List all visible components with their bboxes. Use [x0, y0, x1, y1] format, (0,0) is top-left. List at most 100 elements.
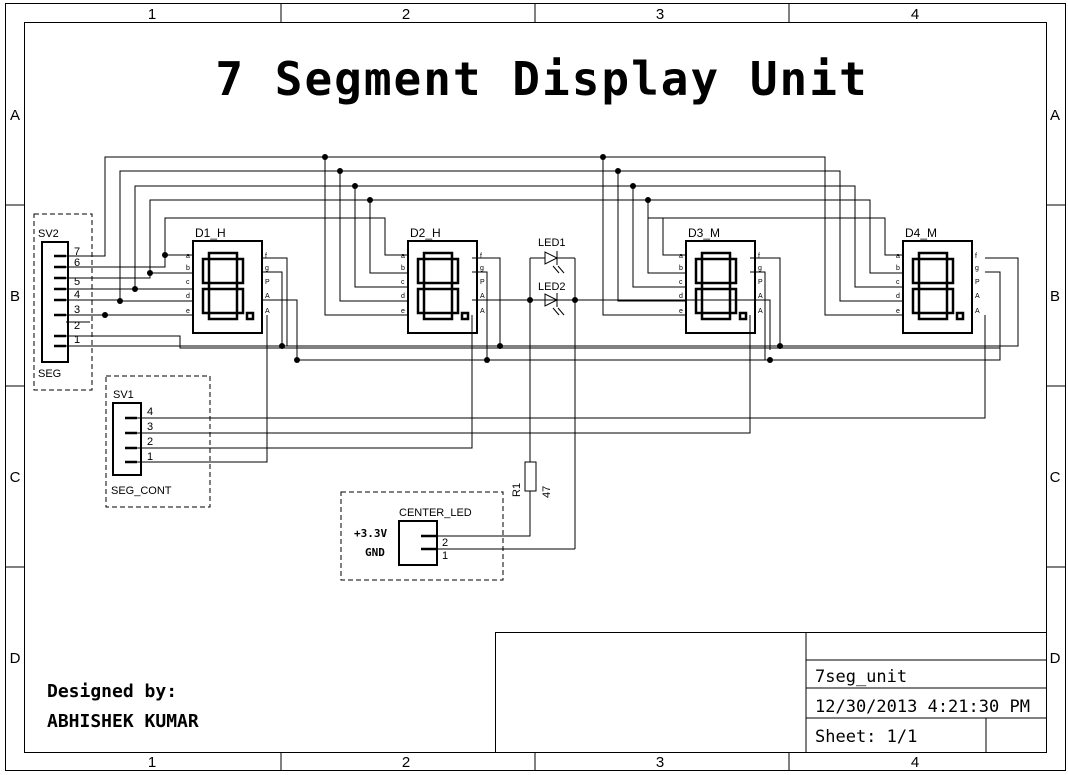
- display-pin-label: d: [679, 293, 683, 300]
- sv2-pin: 2: [74, 320, 80, 332]
- row-label-d-right: D: [1050, 650, 1061, 667]
- title-block: 7seg_unit 12/30/2013 4:21:30 PM Sheet: 1…: [495, 632, 1047, 753]
- display-name: D4_M: [905, 226, 937, 240]
- display-pin-label: P: [758, 279, 763, 286]
- designer-line2: ABHISHEK KUMAR: [47, 711, 199, 732]
- column-label-1: 1: [148, 6, 156, 23]
- display-pin-label: e: [401, 308, 405, 315]
- sv1-pin: 2: [147, 436, 153, 448]
- display-name: D1_H: [195, 226, 226, 240]
- display-pin-label: b: [679, 265, 683, 272]
- column-label-3-bottom: 3: [656, 754, 664, 771]
- display-name: D3_M: [688, 226, 720, 240]
- display-pin-label: b: [401, 265, 405, 272]
- display-pin-label: c: [679, 279, 683, 286]
- sheet-frame: [5, 3, 1066, 771]
- sv2-pin: 4: [74, 289, 80, 301]
- sv2-pin: 5: [74, 276, 80, 288]
- column-label-3: 3: [656, 6, 664, 23]
- display-pin-label: f: [265, 253, 267, 260]
- resistor-r1: R1 47: [511, 461, 553, 498]
- sv2-pin: 1: [74, 334, 80, 346]
- display-pin-label: g: [265, 265, 269, 272]
- display-pin-label: a: [896, 253, 900, 260]
- display-pin-label: g: [758, 265, 762, 272]
- column-label-4-bottom: 4: [911, 754, 919, 771]
- center-led-name: CENTER_LED: [399, 507, 472, 519]
- sv1-pin: 1: [147, 451, 153, 463]
- display-pin-label: b: [896, 265, 900, 272]
- sv1-pin: 4: [147, 406, 153, 418]
- display-pin-label: A: [758, 293, 763, 300]
- display-pin-label: c: [896, 279, 900, 286]
- net-label-3v3: +3.3V: [354, 527, 387, 540]
- display-pin-label: f: [480, 253, 482, 260]
- display-pin-label: P: [975, 279, 980, 286]
- display-pin-label: a: [401, 253, 405, 260]
- sv2-pin: 6: [74, 257, 80, 269]
- column-label-1-bottom: 1: [148, 754, 156, 771]
- connector-sv1: SV1 SEG_CONT 4 3 2 1: [105, 375, 211, 508]
- row-label-b-right: B: [1050, 288, 1060, 305]
- display-pin-label: e: [186, 308, 190, 315]
- display-pin-label: c: [186, 279, 190, 286]
- sv2-pin: 3: [74, 304, 80, 316]
- column-label-2-bottom: 2: [402, 754, 410, 771]
- sv2-name: SV2: [38, 228, 59, 240]
- row-label-b: B: [10, 288, 20, 305]
- row-label-a-right: A: [1050, 107, 1060, 124]
- row-label-a: A: [10, 107, 20, 124]
- display-pin-label: A: [975, 308, 980, 315]
- display-pin-label: g: [480, 265, 484, 272]
- display-pin-label: f: [758, 253, 760, 260]
- display-pin-label: A: [480, 293, 485, 300]
- column-label-2: 2: [402, 6, 410, 23]
- center-led-pin: 2: [442, 537, 448, 549]
- display-pin-label: a: [679, 253, 683, 260]
- sheet-title: 7 Segment Display Unit: [215, 52, 868, 106]
- led2-label: LED2: [538, 281, 566, 293]
- connector-center-led: CENTER_LED 2 1 +3.3V GND: [340, 491, 504, 581]
- wires: [66, 156, 1019, 550]
- sv1-name: SV1: [113, 389, 134, 401]
- column-label-4: 4: [911, 6, 919, 23]
- display-pin-label: A: [265, 308, 270, 315]
- row-label-c-right: C: [1050, 469, 1061, 486]
- junctions: [102, 154, 783, 363]
- net-label-gnd: GND: [365, 546, 385, 559]
- display-pin-label: a: [186, 253, 190, 260]
- display-pin-label: e: [679, 308, 683, 315]
- connector-sv2: SV2 SEG 7 6 5 4 3 2 1: [33, 213, 93, 391]
- display-pin-label: A: [265, 293, 270, 300]
- display-pin-label: d: [186, 293, 190, 300]
- sv2-pin: 7: [74, 246, 80, 258]
- display-pin-label: A: [758, 308, 763, 315]
- title-block-sheet: Sheet: 1/1: [815, 727, 917, 747]
- display-pin-label: f: [975, 253, 977, 260]
- sv1-label: SEG_CONT: [111, 485, 172, 497]
- sv1-pin: 3: [147, 421, 153, 433]
- sv2-label: SEG: [38, 368, 61, 380]
- display-pin-label: g: [975, 265, 979, 272]
- r1-name: R1: [511, 483, 523, 497]
- led2: LED2: [538, 281, 566, 316]
- center-led-pin: 1: [442, 550, 448, 562]
- display-pin-label: A: [480, 308, 485, 315]
- designer-line1: Designed by:: [47, 681, 177, 702]
- display-pin-label: e: [896, 308, 900, 315]
- title-block-file: 7seg_unit: [815, 667, 907, 687]
- row-label-d: D: [10, 650, 21, 667]
- display-pin-label: d: [401, 293, 405, 300]
- r1-value: 47: [541, 486, 553, 498]
- title-block-date: 12/30/2013 4:21:30 PM: [815, 697, 1030, 717]
- led1: LED1: [530, 237, 575, 274]
- display-name: D2_H: [410, 226, 441, 240]
- display-pin-label: c: [401, 279, 405, 286]
- row-label-c: C: [10, 469, 21, 486]
